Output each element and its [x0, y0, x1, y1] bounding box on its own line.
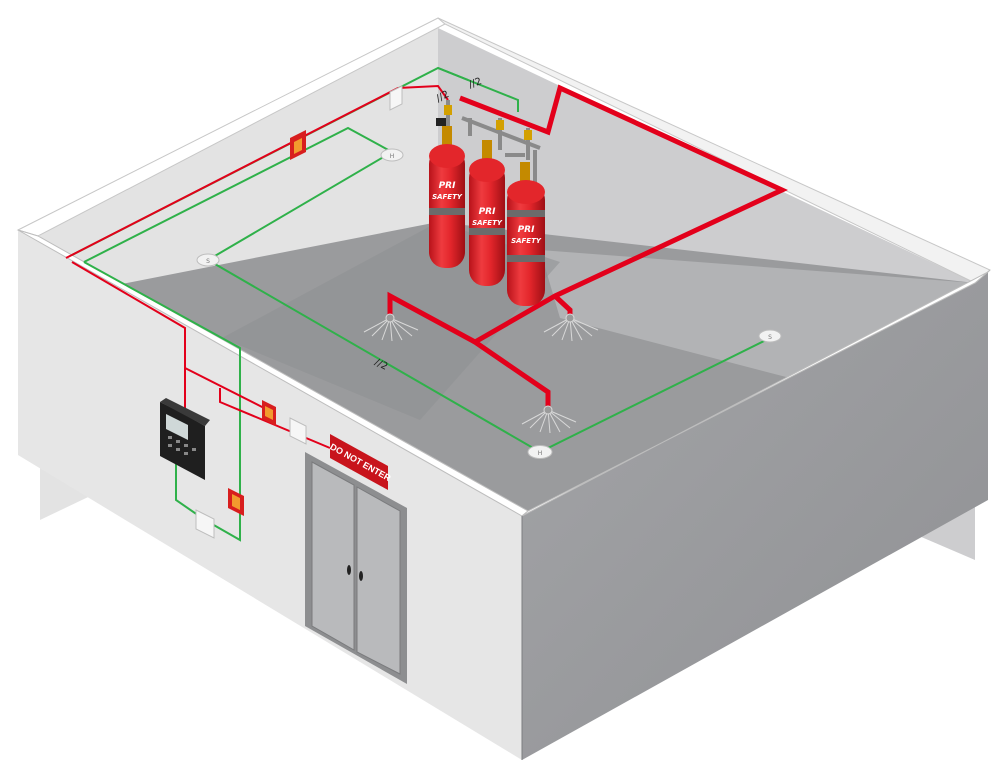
manual-release-station-front-2 — [228, 488, 244, 516]
cylinder-3-brand: PRI — [518, 225, 536, 235]
agent-cylinders: PRI SAFETY PRI SAFETY PRI SAFETY — [429, 126, 545, 306]
heat-detector-2: H — [527, 445, 553, 459]
smoke-detector-1: S — [196, 253, 220, 267]
heat-detector-1-label: H — [390, 153, 395, 160]
cylinder-1: PRI SAFETY — [429, 126, 465, 268]
wire-mark-1: //2 — [434, 89, 451, 105]
wire-mark-3: //2 — [373, 357, 390, 373]
control-module-front — [195, 509, 215, 539]
smoke-detector-2: S — [758, 329, 782, 343]
monitor-module-front — [289, 417, 307, 445]
wire-marks: //2 //2 //2 — [373, 76, 484, 373]
manual-release-station-front-1 — [262, 400, 276, 426]
cylinder-2: PRI SAFETY — [469, 140, 505, 286]
cylinder-3: PRI SAFETY — [507, 162, 545, 306]
entry-door — [305, 452, 407, 684]
wall-devices — [160, 85, 403, 539]
manifold-valves — [436, 105, 532, 140]
detectors: H S H S — [196, 148, 782, 459]
nozzle-3 — [521, 405, 577, 434]
discharge-nozzles — [363, 313, 599, 434]
floor-light-area — [540, 250, 975, 378]
smoke-detector-2-label: S — [768, 334, 772, 341]
heat-detector-2-label: H — [538, 450, 543, 457]
front-right-wall — [522, 272, 988, 760]
cylinder-3-brand-sub: SAFETY — [511, 237, 542, 245]
cylinder-2-brand-sub: SAFETY — [472, 219, 503, 227]
fire-control-panel — [160, 398, 210, 480]
monitor-module-back — [389, 85, 403, 111]
heat-detector-1: H — [380, 148, 404, 162]
manual-release-station-back — [290, 130, 306, 160]
cylinder-1-brand: PRI — [439, 181, 457, 191]
door-handle-right — [359, 571, 363, 581]
nozzle-1 — [363, 313, 419, 342]
wire-mark-2: //2 — [467, 76, 483, 91]
wall-top-front-right — [521, 269, 991, 517]
door-handle-left — [347, 565, 351, 575]
nozzle-2 — [543, 313, 599, 342]
smoke-detector-1-label: S — [206, 258, 210, 265]
cylinder-2-brand: PRI — [479, 207, 497, 217]
cylinder-1-brand-sub: SAFETY — [432, 193, 463, 201]
